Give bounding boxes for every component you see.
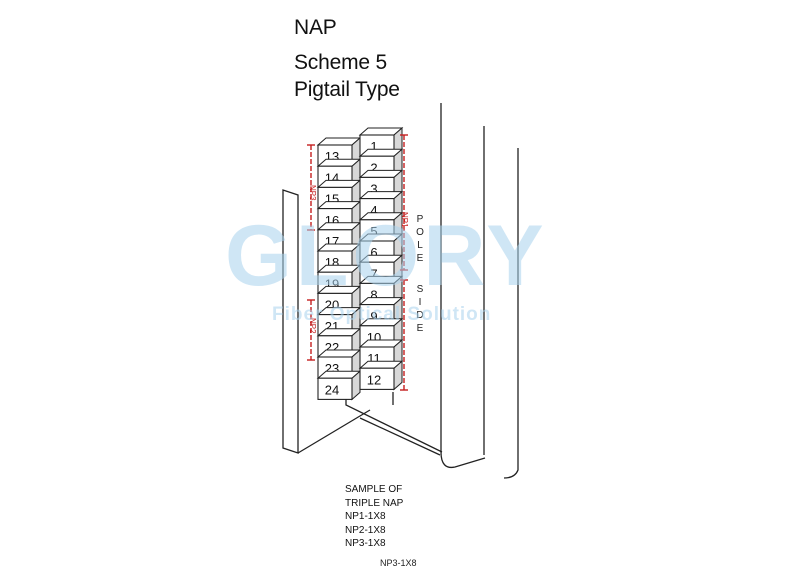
diagram-subtitle: Scheme 5 <box>294 51 387 74</box>
pole-side-letter: P <box>417 214 424 225</box>
pole-side-letter: D <box>416 310 423 321</box>
pole-side-letter: I <box>419 297 422 308</box>
caption-line: NP1-1X8 <box>345 511 386 522</box>
port-number: 5 <box>370 224 377 239</box>
pole-side-letter: S <box>417 284 424 295</box>
brand-watermark: GLORY Fiber Optical Solution <box>225 208 548 325</box>
diagram-title: NAP <box>294 16 337 39</box>
port-number: 3 <box>370 182 377 197</box>
port-number: 4 <box>370 203 377 218</box>
np2-group-label: NP2 <box>308 318 317 334</box>
footer-label: NP3-1X8 <box>380 558 417 568</box>
np1-group-label: NP1 <box>400 212 409 228</box>
port-number: 6 <box>370 245 377 260</box>
pole-side-letter: E <box>417 253 424 264</box>
watermark-brand: GLORY <box>225 208 548 304</box>
port-cell: 12 <box>358 360 404 391</box>
caption-line: TRIPLE NAP <box>345 497 404 509</box>
dimension-line <box>400 134 408 271</box>
port-number: 1 <box>370 139 377 154</box>
port-cell: 24 <box>316 370 362 401</box>
pole-side-letter: O <box>416 227 424 238</box>
dimension-line <box>307 299 315 361</box>
port-number: 8 <box>370 288 377 303</box>
sample-caption: SAMPLE OF TRIPLE NAP NP1-1X8 NP2-1X8 NP3… <box>345 483 403 551</box>
port-number: 9 <box>370 309 377 324</box>
dimension-line <box>307 144 315 231</box>
np3-group-label: NP3 <box>308 185 317 201</box>
diagram-type: Pigtail Type <box>294 78 400 101</box>
caption-line: NP3-1X8 <box>345 538 386 549</box>
port-number: 24 <box>325 382 339 397</box>
pole-side-letter: E <box>417 323 424 334</box>
caption-line: NP2-1X8 <box>345 524 386 536</box>
port-number: 2 <box>370 160 377 175</box>
group-labels: NP3 NP2 NP1 <box>308 185 409 334</box>
dimension-line <box>400 279 408 391</box>
port-number: 12 <box>367 372 381 387</box>
caption-line: SAMPLE OF <box>345 484 403 495</box>
pole-side-letter: L <box>417 240 423 251</box>
port-number: 7 <box>370 266 377 281</box>
group-dimension-lines <box>307 134 408 391</box>
watermark-tagline: Fiber Optical Solution <box>272 304 491 325</box>
